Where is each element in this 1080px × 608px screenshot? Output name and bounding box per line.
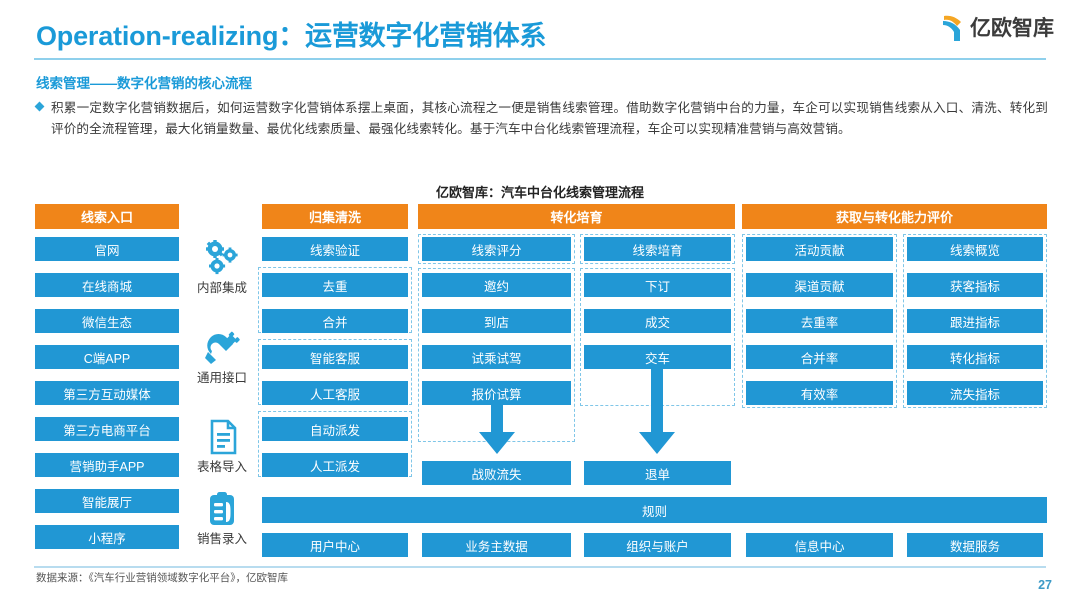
entry-item-5[interactable]: 第三方电商平台 xyxy=(35,417,179,441)
page-title: Operation-realizing：运营数字化营销体系 xyxy=(36,21,547,51)
nurture-left-item-1[interactable]: 邀约 xyxy=(422,273,571,297)
nurture-left-item-0[interactable]: 线索评分 xyxy=(422,237,571,261)
down-arrow-refund-icon xyxy=(637,368,677,461)
footer-divider xyxy=(34,566,1046,568)
brand-logo: 亿欧智库 xyxy=(941,12,1054,42)
foundation-item-3[interactable]: 信息中心 xyxy=(746,533,893,557)
cleanse-item-5[interactable]: 自动派发 xyxy=(262,417,408,441)
cleanse-item-3[interactable]: 智能客服 xyxy=(262,345,408,369)
foundation-item-2[interactable]: 组织与账户 xyxy=(584,533,731,557)
entry-item-3[interactable]: C端APP xyxy=(35,345,179,369)
connector-label: 内部集成 xyxy=(196,281,247,295)
connector-label: 销售录入 xyxy=(196,532,247,546)
nurture-outcome-left[interactable]: 战败流失 xyxy=(422,461,571,485)
evaluate-left-item-1[interactable]: 渠道贡献 xyxy=(746,273,893,297)
intro-paragraph-block: 积累一定数字化营销数据后，如何运营数字化营销体系摆上桌面，其核心流程之一便是销售… xyxy=(34,98,1048,140)
nurture-right-item-3[interactable]: 交车 xyxy=(584,345,731,369)
entry-item-1[interactable]: 在线商城 xyxy=(35,273,179,297)
connector-sales-entry: 销售录入 xyxy=(190,491,254,547)
intro-paragraph: 积累一定数字化营销数据后，如何运营数字化营销体系摆上桌面，其核心流程之一便是销售… xyxy=(51,101,1048,136)
rule-bar[interactable]: 规则 xyxy=(262,497,1047,523)
evaluate-left-item-3[interactable]: 合并率 xyxy=(746,345,893,369)
lead-management-diagram: 亿欧智库：汽车中台化线索管理流程 线索入口 归集清洗 转化培育 获取与转化能力评… xyxy=(0,182,1080,560)
foundation-item-4[interactable]: 数据服务 xyxy=(907,533,1043,557)
cleanse-item-1[interactable]: 去重 xyxy=(262,273,408,297)
nurture-right-item-1[interactable]: 下订 xyxy=(584,273,731,297)
diagram-title: 亿欧智库：汽车中台化线索管理流程 xyxy=(435,185,644,200)
section-heading: 线索管理——数字化营销的核心流程 xyxy=(36,76,252,91)
column-header-evaluate: 获取与转化能力评价 xyxy=(742,204,1047,229)
nurture-right-cultivate-group xyxy=(580,234,735,264)
page-number: 27 xyxy=(1038,578,1052,592)
nurture-right-item-2[interactable]: 成交 xyxy=(584,309,731,333)
cleanse-item-4[interactable]: 人工客服 xyxy=(262,381,408,405)
entry-item-6[interactable]: 营销助手APP xyxy=(35,453,179,477)
nurture-right-item-0[interactable]: 线索培育 xyxy=(584,237,731,261)
header-divider xyxy=(34,58,1046,60)
evaluate-right-item-2[interactable]: 跟进指标 xyxy=(907,309,1043,333)
source-note: 数据来源：《汽车行业营销领域数字化平台》，亿欧智库 xyxy=(36,572,288,584)
down-arrow-lost-icon xyxy=(477,404,517,461)
cleanse-item-2[interactable]: 合并 xyxy=(262,309,408,333)
diamond-bullet-icon xyxy=(34,101,45,112)
evaluate-left-item-2[interactable]: 去重率 xyxy=(746,309,893,333)
nurture-left-item-4[interactable]: 报价试算 xyxy=(422,381,571,405)
connector-label: 表格导入 xyxy=(196,460,247,474)
entry-item-2[interactable]: 微信生态 xyxy=(35,309,179,333)
nurture-outcome-right[interactable]: 退单 xyxy=(584,461,731,485)
cleanse-item-6[interactable]: 人工派发 xyxy=(262,453,408,477)
cleanse-item-0[interactable]: 线索验证 xyxy=(262,237,408,261)
connector-universal-interface: 通用接口 xyxy=(190,330,254,386)
foundation-item-0[interactable]: 用户中心 xyxy=(262,533,408,557)
entry-item-8[interactable]: 小程序 xyxy=(35,525,179,549)
entry-item-7[interactable]: 智能展厅 xyxy=(35,489,179,513)
foundation-item-1[interactable]: 业务主数据 xyxy=(422,533,571,557)
evaluate-left-group xyxy=(742,234,897,408)
nurture-left-item-2[interactable]: 到店 xyxy=(422,309,571,333)
gears-icon xyxy=(202,240,242,276)
evaluate-right-item-3[interactable]: 转化指标 xyxy=(907,345,1043,369)
entry-item-0[interactable]: 官网 xyxy=(35,237,179,261)
evaluate-left-item-0[interactable]: 活动贡献 xyxy=(746,237,893,261)
evaluate-right-group xyxy=(903,234,1047,408)
document-icon xyxy=(202,419,242,455)
column-header-cleanse: 归集清洗 xyxy=(262,204,408,229)
evaluate-right-item-4[interactable]: 流失指标 xyxy=(907,381,1043,405)
evaluate-right-item-1[interactable]: 获客指标 xyxy=(907,273,1043,297)
evaluate-left-item-4[interactable]: 有效率 xyxy=(746,381,893,405)
entry-item-4[interactable]: 第三方互动媒体 xyxy=(35,381,179,405)
nurture-left-item-3[interactable]: 试乘试驾 xyxy=(422,345,571,369)
evaluate-right-item-0[interactable]: 线索概览 xyxy=(907,237,1043,261)
clipboard-icon xyxy=(202,491,242,527)
logo-text: 亿欧智库 xyxy=(970,17,1054,40)
column-header-nurture: 转化培育 xyxy=(418,204,735,229)
slide-header: Operation-realizing：运营数字化营销体系 亿欧智库 xyxy=(0,0,1080,62)
connector-internal-integration: 内部集成 xyxy=(190,240,254,296)
connector-table-import: 表格导入 xyxy=(190,419,254,475)
nurture-left-score-group xyxy=(418,234,575,264)
yiou-y-mark-icon xyxy=(941,12,967,42)
connector-label: 通用接口 xyxy=(196,371,247,385)
column-header-entry: 线索入口 xyxy=(35,204,179,229)
usb-plug-icon xyxy=(202,330,242,366)
